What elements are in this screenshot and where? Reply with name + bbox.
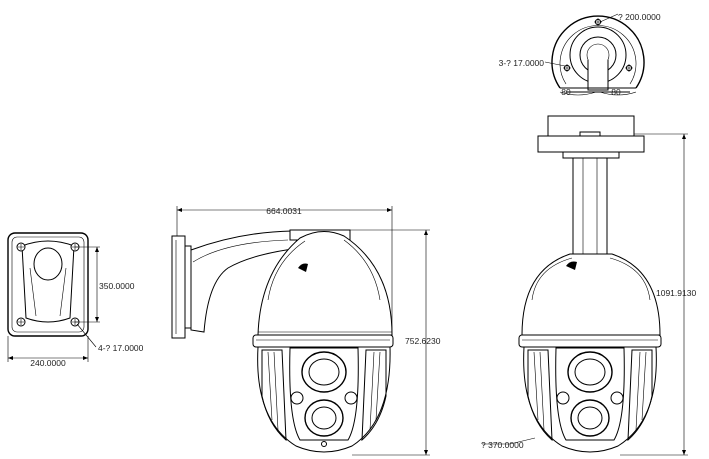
ceiling-diameter-label: ? 200.0000 (618, 12, 661, 22)
ceiling-holes-label: 3-? 17.0000 (499, 58, 545, 68)
bracket-mount-shape (21, 240, 75, 323)
ceiling-mount-holes (563, 18, 633, 72)
bracket-plate-inner (11, 236, 85, 333)
wall-plate (171, 235, 186, 339)
ceiling-lens-window (555, 347, 625, 441)
bracket-holes-label: 4-? 17.0000 (98, 343, 144, 353)
bracket-holes-leader (76, 323, 97, 348)
ceiling-left-ir-led (556, 391, 570, 405)
ceiling-height-label: 1091.9130 (656, 288, 696, 298)
housing-screw (298, 263, 308, 272)
lens-window (289, 347, 359, 441)
pendant-collar (562, 151, 620, 159)
ceiling-cable-slot (587, 60, 609, 91)
upper-housing (257, 231, 393, 336)
ceiling-angle-left-label: 80 (561, 87, 571, 97)
ceiling-lower-lens (570, 399, 610, 437)
bracket-plate-view: 350.0000 240.0000 4-? 17.0000 (7, 232, 144, 368)
ceiling-trim-ring (518, 334, 662, 348)
sensor-dot (321, 441, 327, 447)
ceiling-mount-view: 1091.9130 ? 370.0000 (481, 115, 696, 456)
bracket-mount-rib (29, 267, 67, 317)
wall-mount-view: 664.0031 752.6230 (171, 206, 441, 456)
bracket-plate-outline (7, 232, 89, 337)
dome-diameter-leader (482, 437, 536, 445)
ceiling-right-lamp (627, 349, 653, 442)
wall-width-label: 664.0031 (266, 206, 302, 216)
ceiling-housing-screw (566, 261, 577, 270)
ceiling-upper-lens (567, 351, 613, 393)
bracket-height-dimension (75, 246, 100, 323)
right-ir-led (344, 391, 358, 405)
dome-diameter-label: ? 370.0000 (481, 440, 524, 450)
ceiling-plate-flange (537, 135, 645, 153)
housing-trim-ring (252, 334, 394, 348)
bracket-height-label: 350.0000 (99, 281, 135, 291)
pendant-pole (572, 157, 608, 259)
right-side-lamp (361, 349, 387, 442)
wall-arm (190, 230, 301, 333)
ceiling-angle-right-label: 80 (611, 87, 621, 97)
bracket-width-dimension (7, 336, 89, 362)
bracket-center-hole (33, 247, 63, 281)
ceiling-left-lamp (527, 349, 553, 442)
left-ir-led (290, 391, 304, 405)
wall-plate-boss (184, 245, 192, 329)
ceiling-plate-top-view: ? 200.0000 3-? 17.0000 80 80 (499, 12, 661, 97)
ceiling-plate-outer (551, 15, 645, 89)
lower-lens (304, 399, 344, 437)
bracket-width-label: 240.0000 (30, 358, 66, 368)
ceiling-angle-arcs (559, 91, 637, 96)
left-side-lamp (261, 349, 287, 442)
ceiling-height-dimension (620, 133, 688, 456)
ceiling-right-ir-led (610, 391, 624, 405)
wall-width-dimension (176, 206, 393, 335)
ceiling-upper-housing (521, 253, 661, 336)
wall-height-label: 752.6230 (405, 336, 441, 346)
upper-lens (301, 351, 347, 393)
wall-height-dimension (350, 229, 430, 456)
